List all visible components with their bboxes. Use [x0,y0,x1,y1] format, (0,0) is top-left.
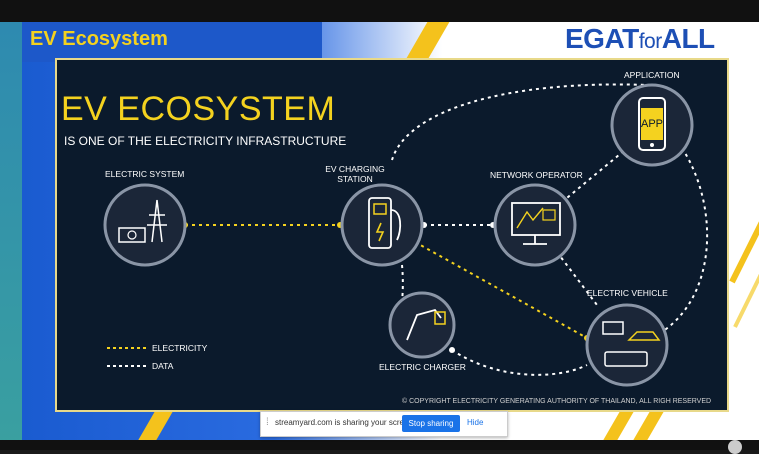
electric-system-label: ELECTRIC SYSTEM [105,169,185,179]
slide-title: EV ECOSYSTEM [61,90,336,128]
header-blue-band [22,22,322,62]
data-link-station-app [391,83,648,161]
ev-charging-station-node [340,183,424,267]
ev-ecosystem-slide: EV ECOSYSTEM IS ONE OF THE ELECTRICITY I… [55,58,729,412]
slide-subtitle: IS ONE OF THE ELECTRICITY INFRASTRUCTURE [64,134,347,148]
electricity-link-station-vehicle [414,241,588,339]
cursor-indicator [728,440,742,454]
data-link-app-vehicle [646,147,708,341]
bottom-black-bar [0,440,759,450]
egat-for-all-logo: EGATforALL [565,23,715,54]
page-title: EV Ecosystem [30,28,168,50]
stop-sharing-button[interactable]: Stop sharing [402,415,460,432]
share-message: streamyard.com is sharing your screen. [275,418,416,427]
legend-electricity: ELECTRICITY [152,343,208,353]
application-label: APPLICATION [624,70,680,80]
electric-vehicle-label: ELECTRIC VEHICLE [587,288,668,298]
ecosystem-diagram [103,83,708,387]
ev-charging-station-label-2: STATION [337,174,373,184]
legend-data: DATA [152,361,174,371]
top-black-bar [0,0,759,22]
network-operator-label: NETWORK OPERATOR [490,170,583,180]
electric-vehicle-node [585,303,669,387]
data-link-charger-vehicle [451,349,588,376]
drag-handle-icon[interactable]: ⁞ [266,417,269,428]
electric-system-node [103,183,187,267]
ev-charging-station-label-1: EV CHARGING [325,164,385,174]
screen-share-bar: ⁞ streamyard.com is sharing your screen.… [260,411,508,437]
network-operator-node [493,183,577,267]
left-edge-strip [0,22,22,450]
yellow-stripe [603,410,635,440]
electric-charger-node [388,291,456,359]
electric-charger-label: ELECTRIC CHARGER [379,362,466,372]
copyright-notice: © COPYRIGHT ELECTRICITY GENERATING AUTHO… [402,398,712,405]
yellow-stripe [633,410,665,440]
hide-button[interactable]: Hide [467,418,484,427]
app-text: APP [640,118,663,130]
right-yellow-decoration [729,221,759,328]
presentation-stage: EV Ecosystem EGATforALL [22,22,759,440]
application-node [610,83,694,167]
